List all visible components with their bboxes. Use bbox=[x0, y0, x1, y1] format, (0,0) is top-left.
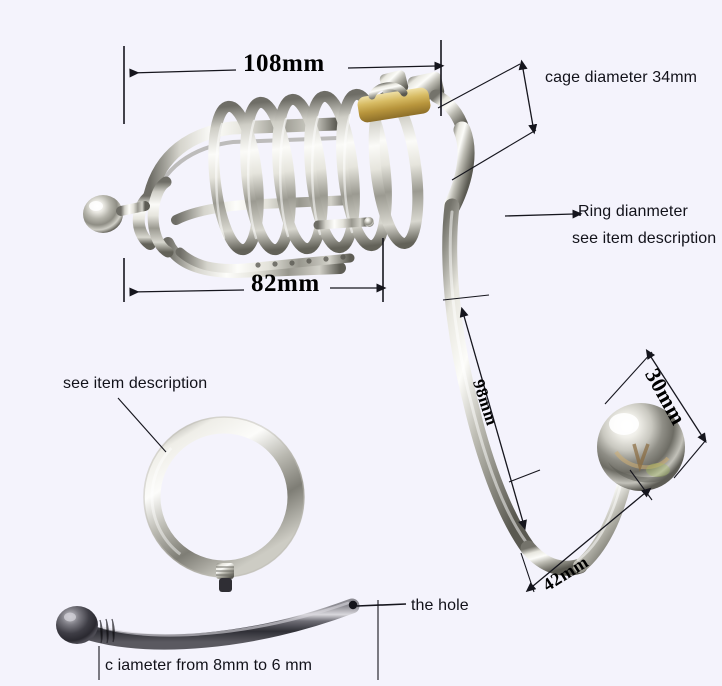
leader-ring-note bbox=[117, 397, 167, 453]
dimension-label-cage-diameter: cage diameter 34mm bbox=[545, 69, 698, 86]
dim-arrow-42mm bbox=[525, 487, 652, 593]
dimension-label-82mm: 82mm bbox=[251, 270, 320, 297]
annotation-sound-diameter: c iameter from 8mm to 6 mm bbox=[105, 657, 313, 674]
cock-ring-illustration bbox=[143, 416, 305, 592]
dim-arrow-30mm bbox=[645, 349, 707, 444]
anal-hook-illustration bbox=[442, 121, 685, 576]
dim-arrow-82-left bbox=[129, 287, 245, 297]
cage-vent-holes bbox=[255, 254, 346, 268]
leader-ring-diameter bbox=[504, 209, 583, 219]
dim-arrow-108-left bbox=[129, 68, 237, 78]
annotation-ring-note: see item description bbox=[63, 375, 208, 392]
annotation-the-hole: the hole bbox=[411, 597, 469, 614]
annotation-ring-diameter-description: see item description bbox=[572, 230, 717, 247]
leader-the-hole bbox=[356, 603, 407, 607]
chastity-cage-illustration bbox=[83, 70, 471, 279]
sound-tip-ball bbox=[56, 606, 98, 644]
cage-lock-assembly bbox=[357, 70, 471, 139]
annotation-ring-diameter: Ring dianmeter bbox=[578, 203, 688, 220]
sound-hole bbox=[348, 600, 358, 610]
dimension-label-108mm: 108mm bbox=[243, 50, 325, 77]
ring-post bbox=[216, 563, 234, 592]
dim-arrow-108-right bbox=[347, 61, 445, 71]
brass-lock bbox=[357, 87, 431, 123]
dimension-lines bbox=[98, 40, 707, 680]
dim-arrow-cage-diameter bbox=[518, 59, 538, 135]
sound-grip-rings bbox=[99, 618, 116, 644]
dim-arrow-98mm bbox=[459, 306, 527, 531]
urethral-sound-illustration bbox=[56, 598, 360, 650]
cage-tip-ball bbox=[83, 195, 150, 233]
